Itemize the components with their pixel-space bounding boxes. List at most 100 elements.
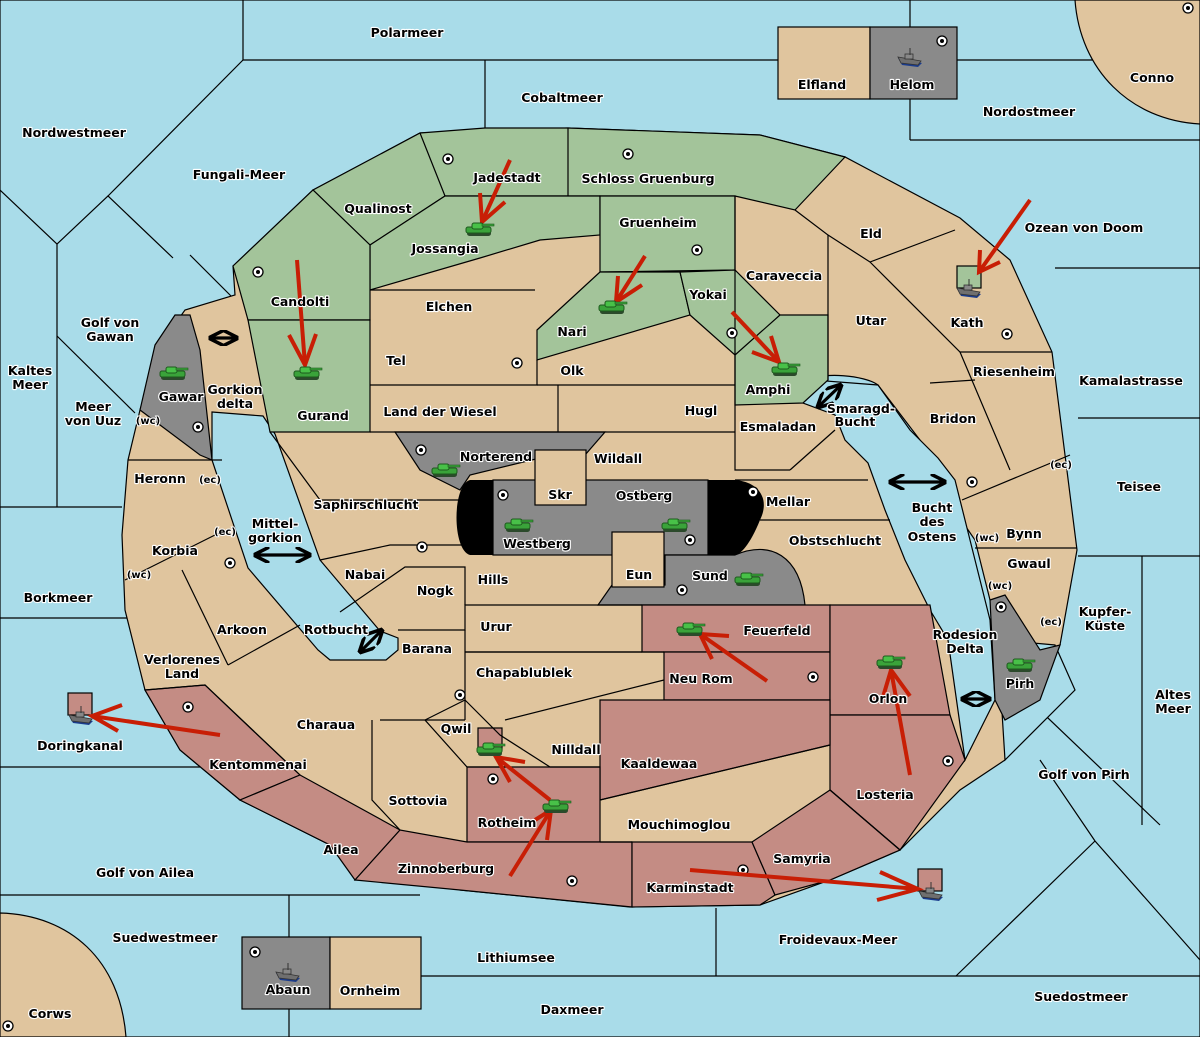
supply-center-icon (2, 1020, 14, 1032)
supply-center-icon (1182, 2, 1194, 14)
supply-center-icon (252, 266, 264, 278)
supply-center-icon (691, 244, 703, 256)
supply-center-icon (249, 946, 261, 958)
label-helom: Helom (890, 77, 935, 92)
coast-tag-gawar-wc: (wc) (136, 416, 160, 427)
label-bucht-des-ostens-1: Bucht (912, 500, 953, 515)
order-arrow-karminstadt-froidevaux (689, 868, 924, 902)
order-arrow-kentommenai-doringkanal (87, 703, 221, 737)
label-nordwestmeer: Nordwestmeer (22, 125, 127, 140)
label-korbia: Korbia (152, 543, 198, 558)
supply-center-icon (182, 701, 194, 713)
label-meer-von-uuz-1: Meer (75, 399, 111, 414)
territory-labels: Polarmeer Cobaltmeer Nordwestmeer Fungal… (7, 24, 1193, 1022)
land-borders (124, 128, 1077, 851)
supply-center-icon (747, 486, 759, 498)
strait-arrow-icon (360, 630, 382, 652)
label-gawar: Gawar (159, 389, 205, 404)
territory-losteria[interactable] (829, 714, 966, 851)
label-polarmeer: Polarmeer (371, 25, 445, 40)
supply-center-icon (942, 755, 954, 767)
label-kaaldewaa: Kaaldewaa (621, 756, 698, 771)
label-charaua: Charaua (297, 717, 355, 732)
label-doringkanal: Doringkanal (37, 738, 123, 753)
label-olk: Olk (560, 363, 584, 378)
label-kaltes-meer-2: Meer (12, 377, 48, 392)
territory-skr[interactable] (534, 449, 587, 506)
label-gorkion-delta-1: Gorkion (207, 382, 262, 397)
label-rotheim: Rotheim (478, 815, 537, 830)
label-bridon: Bridon (930, 411, 976, 426)
label-borkmeer: Borkmeer (24, 590, 94, 605)
label-hills: Hills (478, 572, 509, 587)
supply-center-icon (415, 444, 427, 456)
label-nordostmeer: Nordostmeer (983, 104, 1076, 119)
label-pirh: Pirh (1006, 676, 1035, 691)
label-nari: Nari (557, 324, 586, 339)
order-arrow-rotheim-qwil (492, 754, 552, 802)
territory-rotheim[interactable] (466, 766, 601, 843)
supply-center-icon (511, 357, 523, 369)
label-yokai: Yokai (688, 287, 727, 302)
territory-jossangia[interactable] (369, 195, 601, 291)
label-froidevaux-meer: Froidevaux-Meer (779, 932, 898, 947)
supply-center-icon (995, 601, 1007, 613)
sea-mittelgorkion[interactable] (211, 411, 399, 661)
label-mittelgorkion-1: Mittel- (252, 516, 299, 531)
coast-tag-bynn-ec: (ec) (1050, 460, 1072, 471)
label-kupfer-kueste-2: Küste (1085, 618, 1125, 633)
territory-samyria[interactable] (751, 789, 902, 896)
order-arrow-jadestadt-jossangia (478, 159, 512, 227)
supply-center-icon (442, 153, 454, 165)
label-suedwestmeer: Suedwestmeer (113, 930, 219, 945)
label-bucht-des-ostens-2: des (920, 514, 945, 529)
coast-tag-korbia-wc: (wc) (127, 570, 151, 581)
territory-candolti[interactable] (232, 189, 371, 321)
label-heronn: Heronn (134, 471, 186, 486)
order-arrow-losteria-orlon (881, 665, 912, 776)
territory-ornheim[interactable] (329, 936, 422, 1010)
supply-center-icon (684, 534, 696, 546)
label-golf-von-gawan-1: Golf von (81, 315, 140, 330)
label-gurand: Gurand (297, 408, 349, 423)
supply-center-icon (416, 541, 428, 553)
label-ailea: Ailea (323, 842, 358, 857)
label-saphirschlucht: Saphirschlucht (314, 497, 419, 512)
label-eun: Eun (626, 567, 652, 582)
territory-karminstadt[interactable] (631, 841, 776, 908)
supply-center-icon (192, 421, 204, 433)
label-zinnoberburg: Zinnoberburg (398, 861, 494, 876)
label-samyria: Samyria (773, 851, 831, 866)
label-land-der-wiesel: Land der Wiesel (383, 404, 496, 419)
supply-center-icon (726, 327, 738, 339)
territory-westberg-ostberg[interactable] (492, 479, 709, 556)
supply-center-icon (1001, 328, 1013, 340)
label-conno: Conno (1130, 70, 1175, 85)
territory-corws[interactable] (0, 912, 127, 1037)
label-ozean-von-doom: Ozean von Doom (1025, 220, 1144, 235)
label-elchen: Elchen (426, 299, 473, 314)
supply-center-icon (224, 557, 236, 569)
sea-smaragd-bucht[interactable] (802, 379, 996, 762)
label-eld: Eld (860, 226, 882, 241)
order-arrows (87, 159, 1032, 902)
label-tel: Tel (386, 353, 406, 368)
label-esmaladan: Esmaladan (740, 419, 816, 434)
label-smaragd-bucht-2: Bucht (835, 414, 876, 429)
territory-gruenheim[interactable] (599, 195, 736, 273)
label-altes-meer-2: Meer (1155, 701, 1191, 716)
label-meer-von-uuz-2: von Uuz (65, 413, 121, 428)
territory-elfland[interactable] (777, 26, 871, 100)
territory-conno[interactable] (1074, 0, 1200, 125)
label-qualinost: Qualinost (344, 201, 411, 216)
label-urur: Urur (480, 619, 512, 634)
label-teisee: Teisee (1117, 479, 1161, 494)
territory-eun[interactable] (611, 531, 665, 588)
label-daxmeer: Daxmeer (540, 1002, 604, 1017)
label-corws: Corws (29, 1006, 72, 1021)
label-hugl: Hugl (685, 403, 718, 418)
order-arrow-ozean-kath (976, 198, 1032, 276)
territory-pirh[interactable] (989, 594, 1061, 721)
coast-labels: (wc) (ec) (ec) (wc) (ec) (wc) (wc) (ec) (126, 415, 1073, 629)
